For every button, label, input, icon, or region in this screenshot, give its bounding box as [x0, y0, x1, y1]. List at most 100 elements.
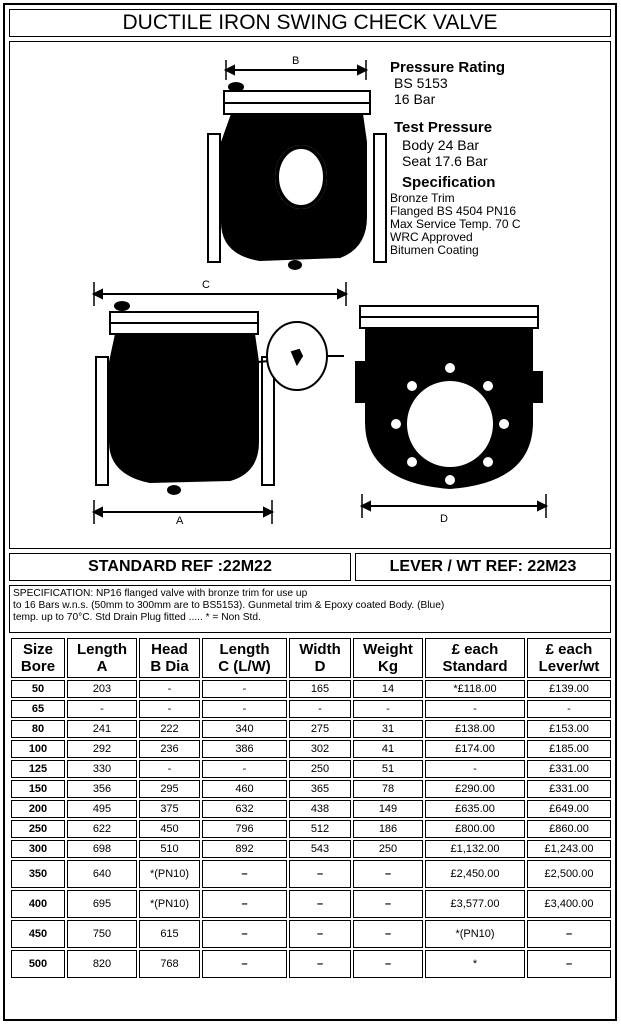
table-cell-width-d: 302	[289, 740, 351, 758]
table-cell-price-standard: £2,450.00	[425, 860, 525, 888]
table-cell-price-standard: £174.00	[425, 740, 525, 758]
table-cell-price-standard: -	[425, 700, 525, 718]
table-cell-length-a: 820	[67, 950, 137, 978]
pressure-rating-line: BS 5153	[394, 75, 448, 91]
table-cell-width-d: –	[289, 890, 351, 918]
dim-label-a: A	[176, 515, 184, 527]
dim-label-c: C	[202, 279, 210, 291]
specification-note: SPECIFICATION: NP16 flanged valve with b…	[9, 585, 611, 633]
table-cell-length-c: 892	[202, 840, 287, 858]
table-cell-price-standard: £3,577.00	[425, 890, 525, 918]
table-cell-head-b-dia: 450	[139, 820, 200, 838]
table-cell-head-b-dia: 295	[139, 780, 200, 798]
column-header-line: Standard	[442, 658, 508, 675]
table-cell-head-b-dia: *(PN10)	[139, 890, 200, 918]
table-cell-weight-kg: 31	[353, 720, 423, 738]
column-header-line: Kg	[378, 658, 398, 675]
table-cell-price-lever: £331.00	[527, 760, 611, 778]
front-valve-figure	[91, 282, 349, 524]
table-cell-weight-kg: 78	[353, 780, 423, 798]
table-cell-price-standard: £635.00	[425, 800, 525, 818]
table-cell-weight-kg: 41	[353, 740, 423, 758]
table-cell-size-bore: 350	[11, 860, 65, 888]
table-cell-size-bore: 450	[11, 920, 65, 948]
table-cell-length-c: 340	[202, 720, 287, 738]
table-cell-size-bore: 65	[11, 700, 65, 718]
table-cell-size-bore: 400	[11, 890, 65, 918]
table-cell-price-lever: £1,243.00	[527, 840, 611, 858]
table-cell-length-c: 460	[202, 780, 287, 798]
specification-line: Bitumen Coating	[390, 243, 479, 257]
column-header-line: B Dia	[150, 658, 189, 675]
table-cell-weight-kg: –	[353, 920, 423, 948]
table-cell-width-d: 438	[289, 800, 351, 818]
table-cell-width-d: –	[289, 860, 351, 888]
table-cell-head-b-dia: -	[139, 680, 200, 698]
table-cell-length-a: 292	[67, 740, 137, 758]
table-cell-weight-kg: 149	[353, 800, 423, 818]
table-cell-price-lever: £860.00	[527, 820, 611, 838]
pressure-rating-heading: Pressure Rating	[390, 59, 506, 76]
table-cell-price-lever: £331.00	[527, 780, 611, 798]
table-cell-size-bore: 300	[11, 840, 65, 858]
column-header-line: D	[314, 658, 326, 675]
table-cell-price-lever: £153.00	[527, 720, 611, 738]
table-cell-length-c: –	[202, 890, 287, 918]
table-cell-price-lever: –	[527, 920, 611, 948]
table-cell-length-c: –	[202, 860, 287, 888]
table-cell-width-d: 275	[289, 720, 351, 738]
table-cell-weight-kg: –	[353, 950, 423, 978]
dim-label-b: B	[292, 55, 299, 67]
valve-drawing-panel: B C A D Pressure Rating BS 5153 16 Bar T…	[9, 41, 611, 549]
table-cell-length-a: 203	[67, 680, 137, 698]
column-header-line: Weight	[363, 641, 413, 658]
column-header-line: C (L/W)	[218, 658, 271, 675]
table-cell-head-b-dia: 222	[139, 720, 200, 738]
table-cell-price-standard: *(PN10)	[425, 920, 525, 948]
column-header-line: Lever/wt	[538, 658, 600, 675]
column-header-line: A	[96, 658, 108, 675]
table-cell-size-bore: 200	[11, 800, 65, 818]
table-cell-price-lever: £649.00	[527, 800, 611, 818]
standard-ref: STANDARD REF :22M22	[9, 553, 351, 581]
table-cell-width-d: 543	[289, 840, 351, 858]
table-cell-price-standard: £290.00	[425, 780, 525, 798]
specification-line: Bronze Trim	[390, 191, 455, 205]
table-cell-length-c: 796	[202, 820, 287, 838]
table-cell-size-bore: 100	[11, 740, 65, 758]
specification-note-line: to 16 Bars w.n.s. (50mm to 300mm are to …	[13, 600, 445, 611]
table-cell-length-c: -	[202, 680, 287, 698]
table-cell-price-standard: £800.00	[425, 820, 525, 838]
pressure-rating-line: 16 Bar	[394, 91, 436, 107]
table-cell-price-lever: -	[527, 700, 611, 718]
specification-note-line: SPECIFICATION: NP16 flanged valve with b…	[13, 588, 308, 599]
table-cell-size-bore: 150	[11, 780, 65, 798]
dim-label-d: D	[440, 513, 448, 525]
column-header-line: Size	[22, 641, 53, 658]
table-cell-price-lever: £3,400.00	[527, 890, 611, 918]
table-cell-weight-kg: 186	[353, 820, 423, 838]
table-cell-width-d: -	[289, 700, 351, 718]
table-cell-length-c: –	[202, 950, 287, 978]
table-cell-price-standard: *£118.00	[425, 680, 525, 698]
table-cell-length-a: 698	[67, 840, 137, 858]
column-header-line: Length	[77, 641, 127, 658]
table-cell-width-d: 165	[289, 680, 351, 698]
column-header-line: Bore	[20, 658, 56, 675]
valve-drawing: B C A D	[91, 55, 549, 527]
